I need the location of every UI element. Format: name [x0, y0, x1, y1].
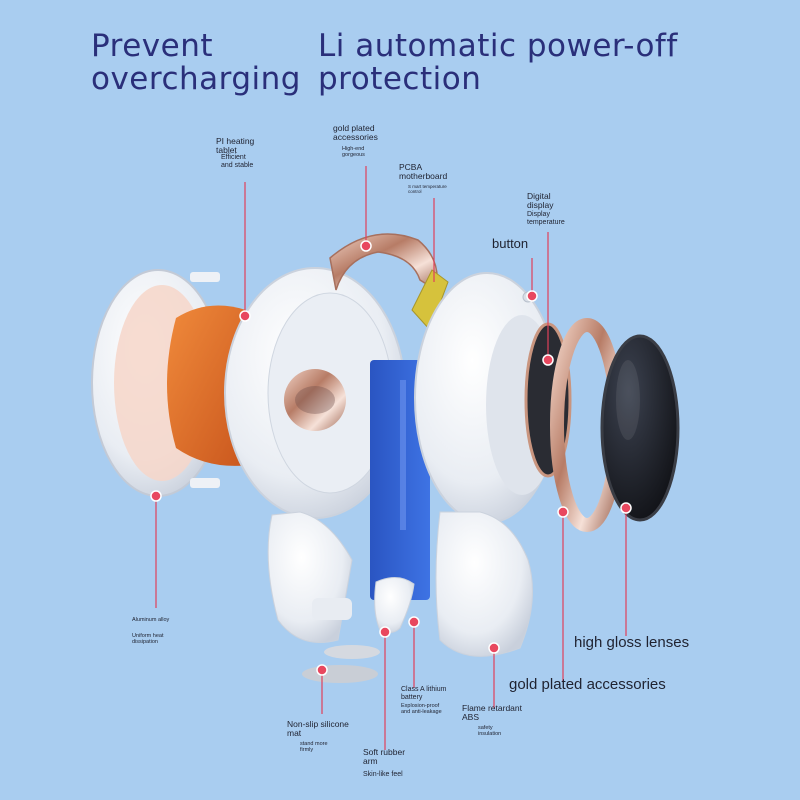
- callout-flame-sub-line2: insulation: [478, 731, 502, 737]
- callout-pi-heating-sub: Efficient and stable: [221, 154, 253, 170]
- callout-gold-top: gold plated accessories: [333, 124, 378, 142]
- callout-gold-top-line1: gold plated: [333, 123, 375, 133]
- callout-battery-sub-line2: and anti-leakage: [401, 709, 442, 715]
- callout-battery-line2: battery: [401, 694, 423, 701]
- callout-battery: Class A lithium battery: [401, 686, 447, 702]
- headline-right-line1: Li automatic power-off: [318, 28, 678, 64]
- callout-battery-line1: Class A lithium: [401, 686, 447, 693]
- headline-left-line1: Prevent: [91, 28, 214, 64]
- callout-flame: Flame retardant ABS: [462, 704, 522, 722]
- callout-lenses: high gloss lenses: [574, 634, 690, 651]
- callout-digital-line2: display: [527, 200, 554, 210]
- callout-mat: Non-slip silicone mat: [287, 720, 349, 738]
- callout-pi-heating: PI heating tablet: [216, 137, 254, 155]
- callout-pcba-sub-line1: S mart temperature: [408, 184, 447, 189]
- callout-flame-line1: Flame retardant: [462, 703, 522, 713]
- callout-gold-bottom: gold plated accessories: [509, 676, 666, 693]
- callout-aluminum-sub: Uniform heat dissipation: [132, 633, 164, 645]
- callout-pcba-line2: motherboard: [399, 171, 448, 181]
- left-body-half: [224, 267, 406, 643]
- callout-rubber-arm-line2: arm: [363, 756, 378, 766]
- callout-mat-line2: mat: [287, 728, 302, 738]
- silicone-mat: [302, 665, 378, 683]
- callout-flame-line2: ABS: [462, 712, 480, 722]
- callout-pi-heating-sub-line2: and stable: [221, 162, 254, 169]
- callout-rubber-arm-sub: Skin-like feel: [363, 771, 403, 778]
- leader-lines: [155, 166, 627, 750]
- callout-pi-heating-line1: PI heating: [216, 136, 255, 146]
- callout-digital-sub: Display temperature: [527, 211, 565, 227]
- callout-gold-top-sub-line2: gorgeous: [342, 152, 365, 158]
- callout-mat-line1: Non-slip silicone: [287, 719, 349, 729]
- callout-digital-sub-line1: Display: [527, 211, 550, 218]
- soft-rubber-arm: [374, 577, 415, 634]
- callout-digital: Digital display: [527, 192, 553, 210]
- callout-mat-sub-line1: stand more: [300, 741, 328, 747]
- callout-battery-sub-line1: Explosion-proof: [401, 703, 440, 709]
- headline-right: Li automatic power-off protection: [318, 30, 678, 96]
- headline-left-line2: overcharging: [91, 61, 301, 97]
- callout-pi-heating-line2: tablet: [216, 145, 237, 155]
- callout-mat-sub-line2: firmly: [300, 747, 314, 753]
- callout-pcba-line1: PCBA: [399, 162, 423, 172]
- callout-battery-sub: Explosion-proof and anti-leakage: [401, 703, 442, 715]
- callout-gold-top-line2: accessories: [333, 132, 378, 142]
- pcba-board: [411, 269, 449, 331]
- callout-flame-sub-line1: safety: [478, 725, 493, 731]
- leader-dots: [150, 240, 632, 676]
- callout-pi-heating-sub-line1: Efficient: [221, 154, 246, 161]
- callout-aluminum: Aluminum alloy: [132, 617, 170, 623]
- callout-button: button: [492, 236, 529, 251]
- high-gloss-lens: [600, 334, 680, 522]
- callout-rubber-arm-line1: Soft rubber: [363, 747, 406, 757]
- callout-pcba-sub: S mart temperature control: [408, 184, 447, 194]
- callout-pcba: PCBA motherboard: [399, 163, 447, 181]
- callout-gold-top-sub: High-end gorgeous: [342, 146, 365, 158]
- callout-rubber-arm: Soft rubber arm: [363, 748, 405, 766]
- callout-mat-sub: stand more firmly: [300, 741, 328, 753]
- callout-pcba-sub-line2: control: [408, 189, 422, 194]
- callout-digital-line1: Digital: [527, 191, 551, 201]
- headline-right-line2: protection: [318, 61, 482, 97]
- callout-gold-top-sub-line1: High-end: [342, 146, 365, 152]
- headline-left: Prevent overcharging: [91, 30, 301, 96]
- callout-aluminum-sub-line1: Uniform heat: [132, 633, 164, 639]
- callout-aluminum-sub-line2: dissipation: [132, 639, 158, 645]
- callout-flame-sub: safety insulation: [478, 725, 501, 737]
- callout-digital-sub-line2: temperature: [527, 219, 565, 226]
